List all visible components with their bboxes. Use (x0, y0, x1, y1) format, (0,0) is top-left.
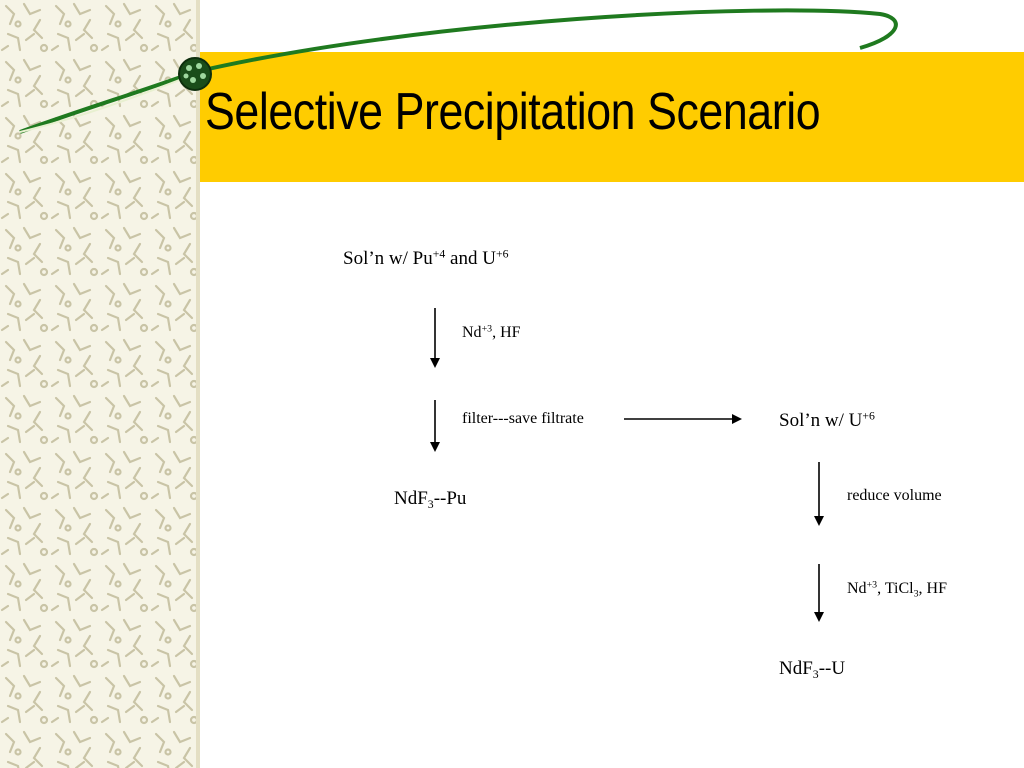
reagent-2-text: Nd (847, 580, 867, 597)
arrow-right (624, 414, 742, 424)
arrow-down-4 (814, 564, 824, 622)
reduce-volume-label: reduce volume (847, 487, 942, 504)
reagent-2-text-mid: , TiCl (877, 580, 914, 597)
start-solution-text: Sol’n w/ Pu (343, 248, 433, 269)
u-charge: +6 (495, 247, 509, 261)
nd-charge-2: +3 (866, 579, 878, 591)
ticl-subscript: 3 (913, 588, 919, 600)
slide-title: Selective Precipitation Scenario (205, 83, 821, 141)
reagent-2-text-end: , HF (918, 580, 947, 597)
reagent-text: Nd (462, 324, 482, 341)
arrow-down-3 (814, 462, 824, 526)
product-pu-label: NdF3--Pu (394, 488, 466, 510)
start-solution-label: Sol’n w/ Pu+4 and U+6 (343, 248, 508, 270)
product-u-text: NdF (779, 658, 813, 679)
reagent-step-1: Nd+3, HF (462, 324, 521, 342)
product-pu-text-2: --Pu (433, 488, 467, 509)
filter-step-label: filter---save filtrate (462, 410, 584, 427)
product-pu-text: NdF (394, 488, 428, 509)
arrow-down-1 (430, 308, 440, 368)
filtrate-u-charge: +6 (862, 409, 875, 423)
fluoride-subscript-2: 3 (812, 668, 819, 682)
nd-charge: +3 (481, 323, 493, 335)
filtrate-solution-label: Sol’n w/ U+6 (779, 410, 875, 432)
fluoride-subscript: 3 (427, 498, 434, 512)
arrow-down-2 (430, 400, 440, 452)
start-solution-text-2: and U (445, 248, 496, 269)
filtrate-text: Sol’n w/ U (779, 410, 863, 431)
product-u-label: NdF3--U (779, 658, 845, 680)
product-u-text-2: --U (818, 658, 846, 679)
reagent-step-2: Nd+3, TiCl3, HF (847, 579, 947, 600)
pu-charge: +4 (432, 247, 446, 261)
reagent-text-2: , HF (492, 324, 521, 341)
